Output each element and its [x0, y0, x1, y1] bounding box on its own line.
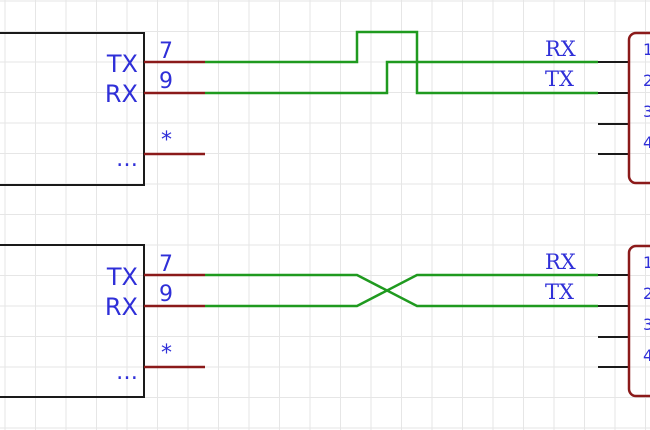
- wire-rx-to-tx[interactable]: [205, 60, 598, 95]
- pin-number-9: 9: [159, 282, 173, 307]
- pin-number-star: *: [161, 341, 172, 366]
- connector-pin-number-3: 3: [643, 102, 650, 121]
- net-label-tx: TX: [545, 67, 574, 91]
- left-component-body[interactable]: [0, 32, 145, 186]
- pin-number-7: 7: [159, 39, 173, 64]
- pin-number-star: *: [161, 128, 172, 153]
- pin-name-rx: RX: [105, 293, 138, 321]
- connector-pin-number-4: 4: [643, 133, 650, 152]
- left-component-body[interactable]: [0, 244, 145, 398]
- schematic-bottom: TX RX … 7 9 * RX TX 1 2 3 4: [0, 244, 650, 398]
- connector-pin-number-4: 4: [643, 346, 650, 365]
- pin-name-ellipsis: …: [116, 360, 138, 385]
- wire-tx-to-rx[interactable]: [205, 30, 598, 95]
- connector-pin-number-1: 1: [643, 253, 650, 272]
- connector-pin-number-3: 3: [643, 315, 650, 334]
- net-label-rx: RX: [545, 250, 576, 274]
- wire-rx-to-tx[interactable]: [205, 273, 598, 308]
- schematic-top: TX RX … 7 9 * RX TX 1 2 3 4: [0, 30, 650, 186]
- connector-pin-number-2: 2: [643, 284, 650, 303]
- right-connector-body[interactable]: [627, 31, 650, 185]
- net-label-tx: TX: [545, 280, 574, 304]
- pin-name-tx: TX: [106, 50, 138, 78]
- pin-name-tx: TX: [106, 263, 138, 291]
- net-label-rx: RX: [545, 37, 576, 61]
- right-connector-body[interactable]: [627, 244, 650, 398]
- pin-number-7: 7: [159, 252, 173, 277]
- pin-name-ellipsis: …: [116, 147, 138, 172]
- connector-pin-number-2: 2: [643, 71, 650, 90]
- pin-number-9: 9: [159, 69, 173, 94]
- connector-pin-number-1: 1: [643, 40, 650, 59]
- pin-name-rx: RX: [105, 80, 138, 108]
